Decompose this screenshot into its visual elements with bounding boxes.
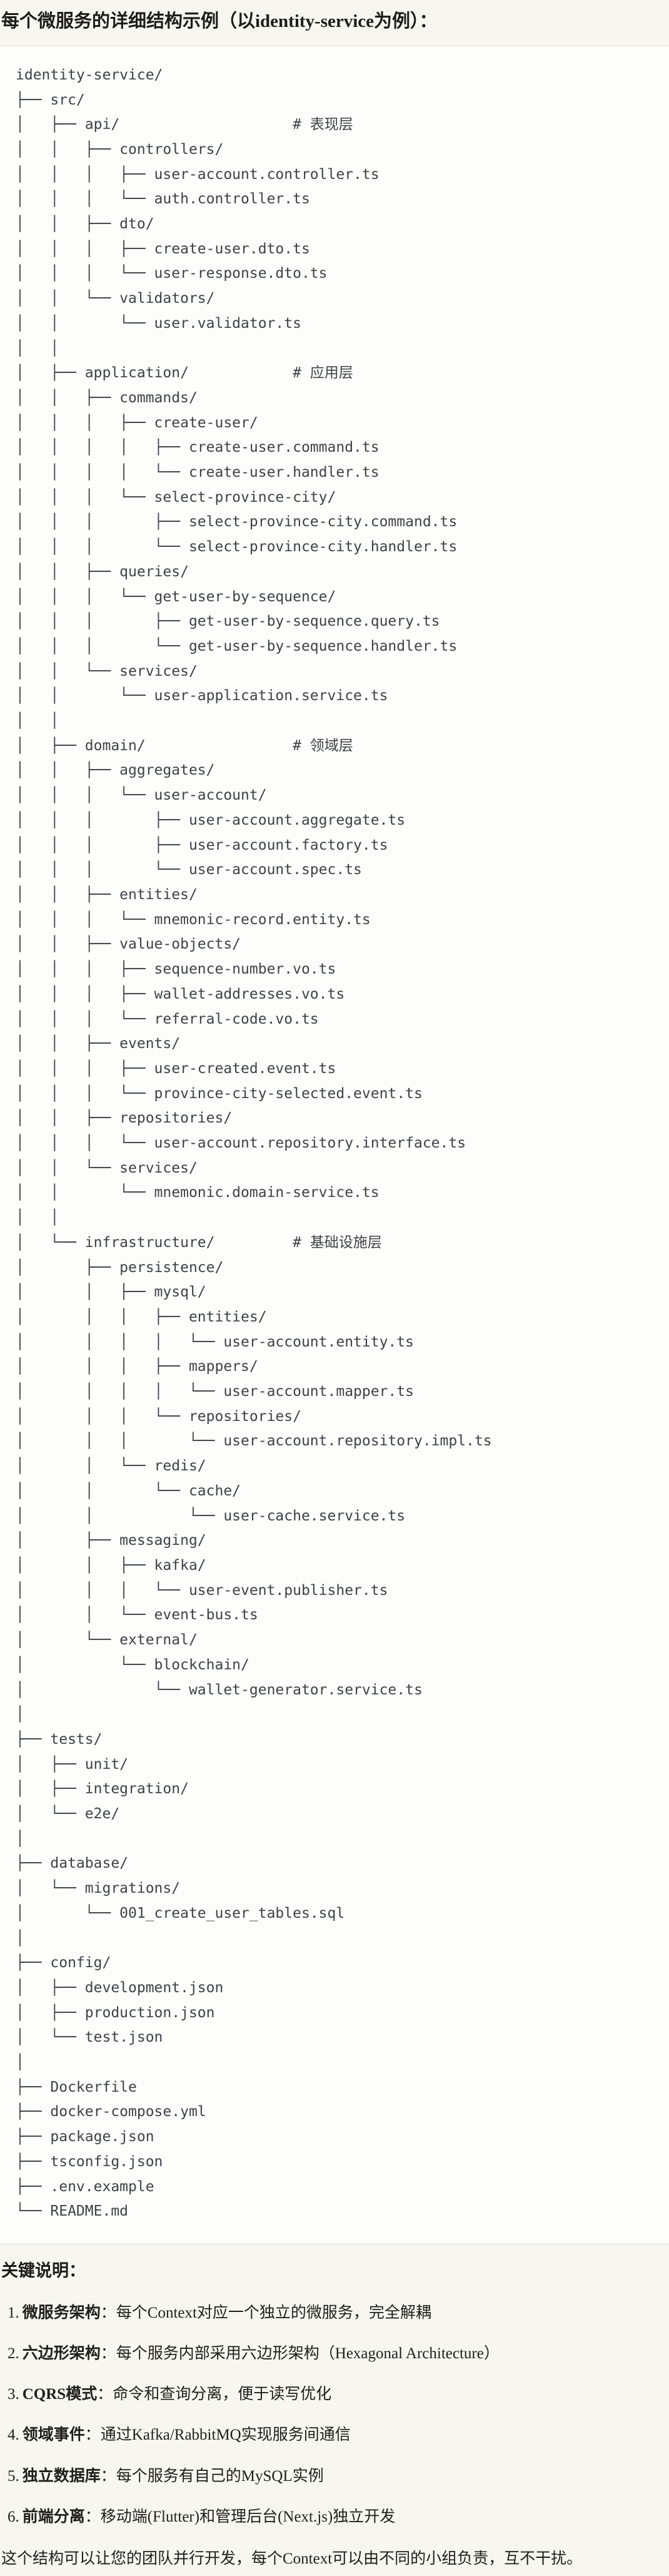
item-label: 前端分离 <box>22 2508 85 2525</box>
item-text: ：每个服务内部采用六边形架构（Hexagonal Architecture） <box>100 2344 500 2362</box>
item-label: 微服务架构 <box>22 2304 101 2321</box>
page-title: 每个微服务的详细结构示例（以identity-service为例）： <box>1 11 438 31</box>
item-text: ：每个Context对应一个独立的微服务，完全解耦 <box>100 2304 431 2321</box>
list-item: 2.六边形架构：每个服务内部采用六边形架构（Hexagonal Architec… <box>1 2344 656 2363</box>
code-block: identity-service/ ├── src/ │ ├── api/ # … <box>0 45 669 2244</box>
item-text: ：移动端(Flutter)和管理后台(Next.js)独立开发 <box>84 2508 396 2525</box>
item-number: 3. <box>8 2386 19 2403</box>
footer-paragraph: 这个结构可以让您的团队并行开发，每个Context可以由不同的小组负责，互不干扰… <box>1 2550 583 2568</box>
item-number: 4. <box>8 2426 19 2444</box>
list-item: 1.微服务架构：每个Context对应一个独立的微服务，完全解耦 <box>1 2303 656 2323</box>
list-item: 6.前端分离：移动端(Flutter)和管理后台(Next.js)独立开发 <box>1 2507 656 2527</box>
item-label: 独立数据库 <box>22 2467 101 2485</box>
item-text: ：通过Kafka/RabbitMQ实现服务间通信 <box>84 2426 351 2444</box>
item-number: 1. <box>8 2304 19 2321</box>
item-label: 六边形架构 <box>22 2344 101 2362</box>
item-label: 领域事件 <box>22 2426 85 2444</box>
item-label: CQRS模式 <box>22 2386 98 2403</box>
list-item: 3.CQRS模式：命令和查询分离，便于读写优化 <box>1 2385 656 2404</box>
notes-section: 关键说明： 1.微服务架构：每个Context对应一个独立的微服务，完全解耦 2… <box>0 2244 669 2570</box>
item-number: 2. <box>8 2344 19 2362</box>
notes-heading: 关键说明： <box>1 2261 86 2280</box>
list-item: 4.领域事件：通过Kafka/RabbitMQ实现服务间通信 <box>1 2425 656 2445</box>
item-number: 5. <box>8 2467 19 2485</box>
list-item: 5.独立数据库：每个服务有自己的MySQL实例 <box>1 2467 656 2486</box>
item-number: 6. <box>8 2508 19 2525</box>
item-text: ：每个服务有自己的MySQL实例 <box>100 2467 324 2485</box>
file-tree: identity-service/ ├── src/ │ ├── api/ # … <box>16 66 492 2220</box>
item-text: ：命令和查询分离，便于读写优化 <box>97 2386 332 2403</box>
